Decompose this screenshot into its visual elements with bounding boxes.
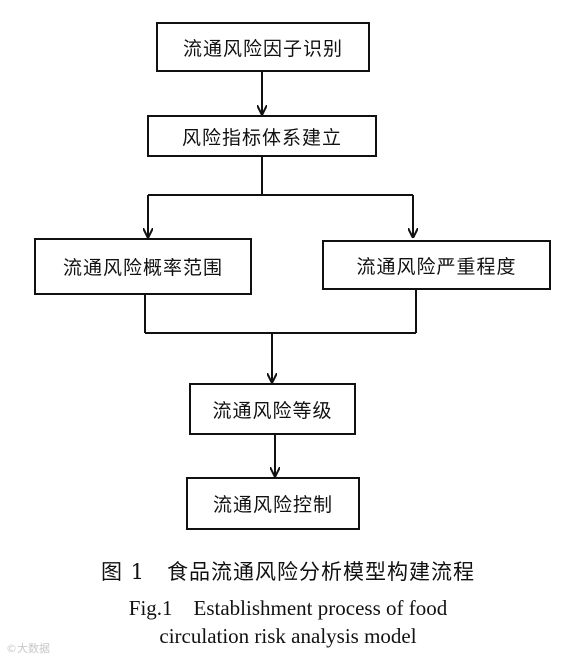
figure-caption-english-line1: Fig.1 Establishment process of food (128, 596, 448, 620)
node-risk-control: 流通风险控制 (186, 477, 360, 530)
node-risk-index-system: 风险指标体系建立 (147, 115, 377, 157)
node-risk-factor-identification: 流通风险因子识别 (156, 22, 370, 72)
node-risk-probability-range: 流通风险概率范围 (34, 238, 252, 295)
figure-caption-english-line2: circulation risk analysis model (159, 624, 417, 648)
node-risk-level: 流通风险等级 (189, 383, 356, 435)
figure-caption-chinese: 图 1 食品流通风险分析模型构建流程 (100, 560, 476, 584)
node-risk-severity: 流通风险严重程度 (322, 240, 551, 290)
watermark-logo: ©大数据 (6, 642, 50, 655)
